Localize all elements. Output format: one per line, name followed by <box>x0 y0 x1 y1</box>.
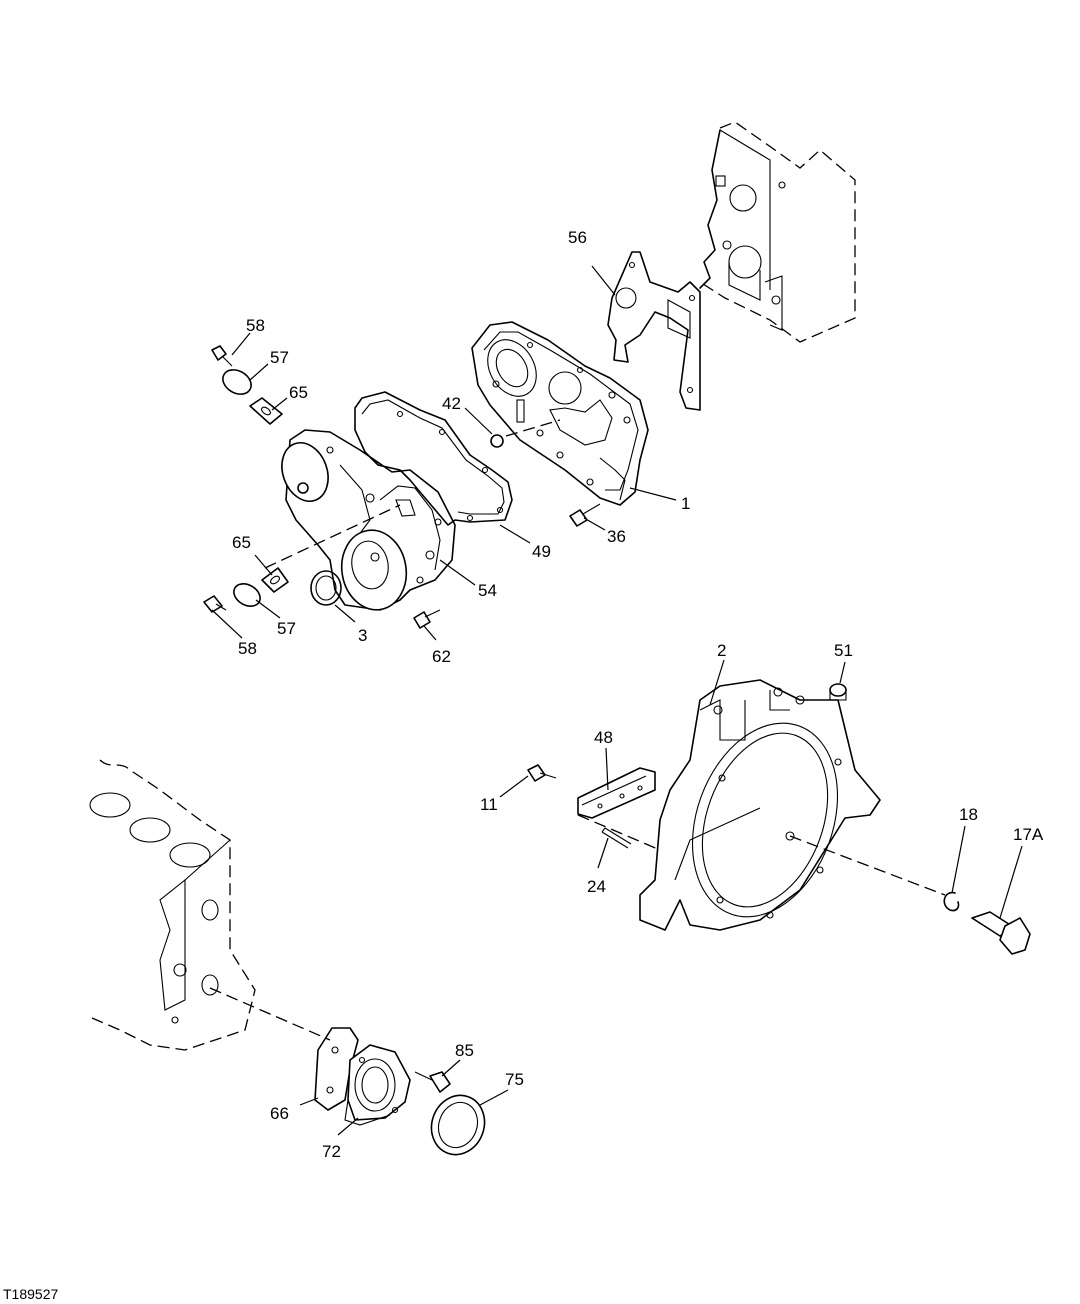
oil-seal-75 <box>430 1094 486 1156</box>
callout-72: 72 <box>322 1142 341 1161</box>
callout-36: 36 <box>607 527 626 546</box>
callout-58-lower: 58 <box>238 639 257 658</box>
callout-49: 49 <box>532 542 551 561</box>
gasket-65-lower <box>261 567 289 593</box>
callout-62: 62 <box>432 647 451 666</box>
callout-17a: 17A <box>1013 825 1044 844</box>
bolt-58-lower <box>203 595 227 613</box>
engine-block-front <box>699 121 856 343</box>
callout-66: 66 <box>270 1104 289 1123</box>
gasket-65-upper <box>249 397 283 425</box>
callout-24: 24 <box>587 877 606 896</box>
callout-58-upper: 58 <box>246 316 265 335</box>
bolt-36 <box>569 503 601 527</box>
callout-57-upper: 57 <box>270 348 289 367</box>
figure-id: T189527 <box>3 1286 58 1302</box>
callout-56: 56 <box>568 228 587 247</box>
engine-block-rear <box>89 759 256 1051</box>
bolt-58-upper <box>211 345 233 367</box>
flywheel-housing-2 <box>639 679 881 931</box>
front-cover-54 <box>281 429 456 611</box>
leader-lines <box>211 265 1023 1136</box>
callout-57-lower: 57 <box>277 619 296 638</box>
cover-48 <box>577 767 656 819</box>
callout-85: 85 <box>455 1041 474 1060</box>
timing-gear-housing-1 <box>471 321 649 506</box>
oil-seal-3 <box>310 570 342 606</box>
cover-plate-57-upper <box>222 369 252 395</box>
callout-1: 1 <box>681 494 690 513</box>
callout-75: 75 <box>505 1070 524 1089</box>
washer-18 <box>943 891 960 912</box>
bolt-85 <box>414 1071 451 1093</box>
alignment-lines <box>209 419 946 1041</box>
seal-housing-72 <box>344 1044 411 1126</box>
bolt-62 <box>413 609 441 629</box>
stud-24 <box>601 827 632 849</box>
callout-65-upper: 65 <box>289 383 308 402</box>
callout-65-lower: 65 <box>232 533 251 552</box>
plug-42 <box>490 434 504 448</box>
cover-plate-57-lower <box>233 583 261 607</box>
callout-48: 48 <box>594 728 613 747</box>
callout-18: 18 <box>959 805 978 824</box>
bolt-17a <box>971 911 1031 955</box>
callout-3: 3 <box>358 626 367 645</box>
callout-54: 54 <box>478 581 497 600</box>
callout-51: 51 <box>834 641 853 660</box>
gasket-49 <box>354 391 513 526</box>
gasket-56 <box>607 251 701 411</box>
bolt-11 <box>527 764 557 782</box>
plug-51 <box>829 683 847 701</box>
callout-42: 42 <box>442 394 461 413</box>
callout-labels: 56 58 57 65 42 1 36 49 65 54 57 3 58 62 … <box>232 228 1044 1161</box>
callout-11: 11 <box>480 795 498 814</box>
callout-2: 2 <box>717 641 726 660</box>
